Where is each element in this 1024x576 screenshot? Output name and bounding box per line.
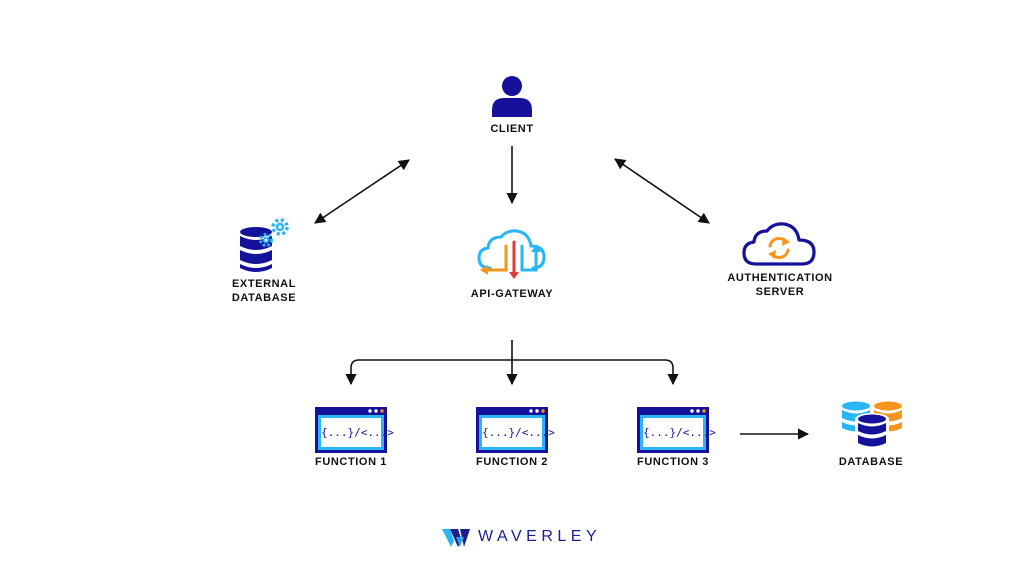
function-3-window: {...}/<...>: [637, 407, 716, 453]
cloud-refresh-icon: [742, 222, 816, 266]
function-2-code: {...}/<...>: [482, 426, 555, 439]
code-window-icon: [315, 407, 387, 453]
brand-name: WAVERLEY: [478, 528, 602, 545]
database-stack-icon: [842, 401, 902, 450]
cloud-arrows-icon: [477, 229, 546, 279]
waverley-logo-icon: [442, 529, 470, 547]
function-2-window: {...}/<...>: [476, 407, 555, 453]
authentication-server-label: AUTHENTICATION SERVER: [727, 272, 833, 298]
edge-gateway-function3: [512, 359, 679, 386]
brand-footer: WAVERLEY: [442, 526, 601, 548]
code-window-icon: [637, 407, 709, 453]
client-label: CLIENT: [490, 123, 534, 135]
edge-client-auth-server: [614, 158, 710, 224]
external-database-label: EXTERNAL DATABASE: [231, 278, 297, 304]
function-1-code: {...}/<...>: [321, 426, 394, 439]
edge-gateway-function1: [345, 359, 512, 386]
code-window-icon: [476, 407, 548, 453]
edge-client-external-db: [314, 159, 410, 224]
database-gear-icon: [240, 218, 289, 272]
user-icon: [492, 76, 532, 117]
function-3-label: FUNCTION 3: [637, 456, 709, 468]
function-3-code: {...}/<...>: [643, 426, 716, 439]
function-1-label: FUNCTION 1: [315, 456, 387, 468]
function-2-label: FUNCTION 2: [476, 456, 548, 468]
api-gateway-label: API-GATEWAY: [470, 288, 554, 300]
function-1-window: {...}/<...>: [315, 407, 394, 453]
database-label: DATABASE: [838, 456, 904, 468]
